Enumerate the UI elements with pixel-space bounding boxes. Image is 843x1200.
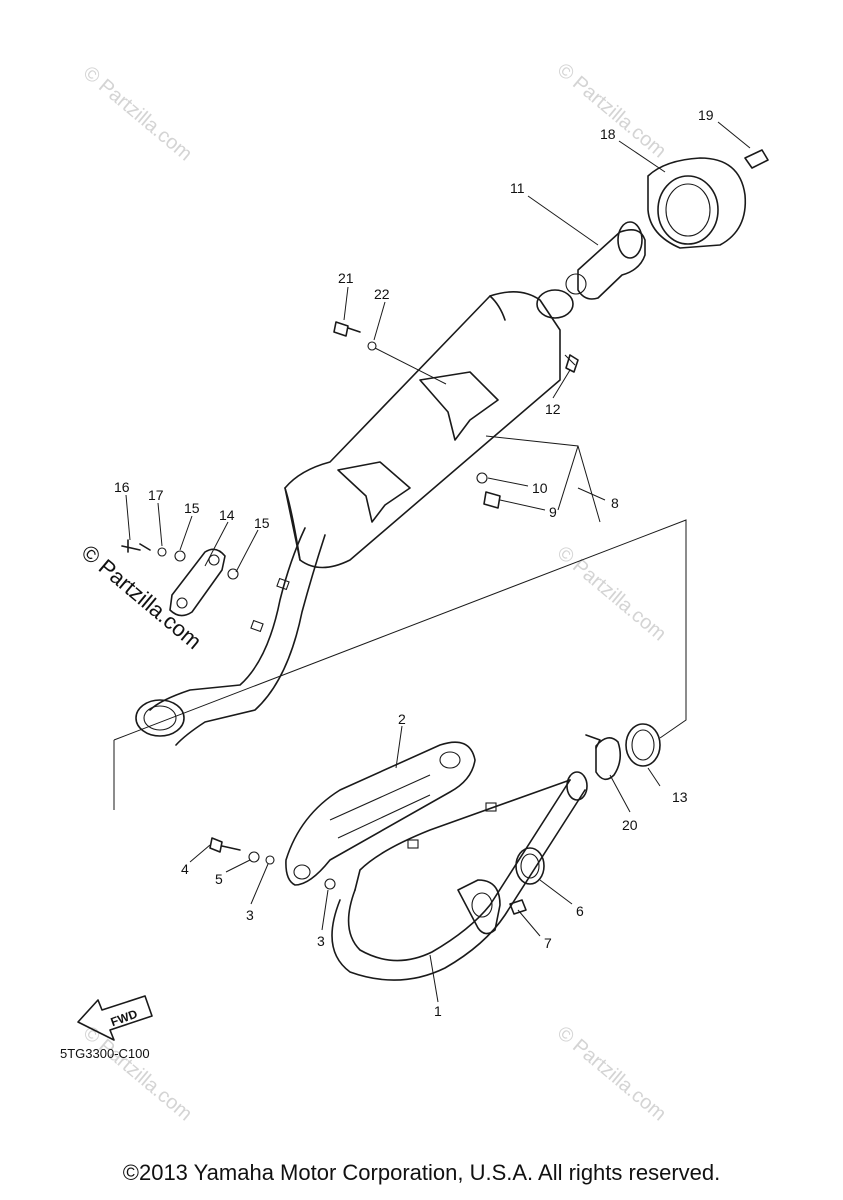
callout-7: 7 xyxy=(544,935,552,951)
callout-2: 2 xyxy=(398,711,406,727)
callout-3a: 3 xyxy=(246,907,254,923)
watermark-5: © Partzilla.com xyxy=(553,1022,670,1125)
callout-6: 6 xyxy=(576,903,584,919)
callout-labels: 1 2 3 3 4 5 6 7 8 9 10 11 12 13 14 15 15… xyxy=(114,107,714,1019)
watermarks: © Partzilla.com © Partzilla.com © Partzi… xyxy=(77,59,670,1125)
end-cap xyxy=(647,149,769,249)
callout-3b: 3 xyxy=(317,933,325,949)
copyright-text: ©2013 Yamaha Motor Corporation, U.S.A. A… xyxy=(122,1160,721,1185)
callout-20: 20 xyxy=(622,817,638,833)
callout-5: 5 xyxy=(215,871,223,887)
callout-13: 13 xyxy=(672,789,688,805)
watermark-2: © Partzilla.com xyxy=(553,59,670,162)
diagram-code: 5TG3300-C100 xyxy=(60,1046,150,1061)
pipe-flange xyxy=(457,847,545,935)
callout-21: 21 xyxy=(338,270,354,286)
watermark-3: © Partzilla.com xyxy=(553,542,670,645)
callout-9: 9 xyxy=(549,504,557,520)
fwd-arrow: FWD xyxy=(77,995,153,1041)
exhaust-pipe xyxy=(331,771,588,981)
callout-11: 11 xyxy=(510,180,525,196)
callout-14: 14 xyxy=(219,507,235,523)
mid-pipe xyxy=(135,527,326,746)
callout-4: 4 xyxy=(181,861,189,877)
leader-lines xyxy=(125,121,751,1003)
inner-pipe xyxy=(565,221,646,300)
muffler xyxy=(284,289,576,569)
assembly-frame xyxy=(113,435,687,810)
callout-10: 10 xyxy=(532,480,548,496)
callout-15a: 15 xyxy=(184,500,200,516)
callout-19: 19 xyxy=(698,107,714,123)
clamp-and-gasket xyxy=(585,723,661,781)
protector-fasteners xyxy=(209,837,336,890)
watermark-4: © Partzilla.com xyxy=(79,1022,196,1125)
callout-15b: 15 xyxy=(254,515,270,531)
muffler-bracket xyxy=(121,539,239,617)
callout-8: 8 xyxy=(611,495,619,511)
callout-22: 22 xyxy=(374,286,390,302)
heat-protector xyxy=(285,741,476,886)
small-fasteners xyxy=(333,321,579,509)
watermark-1: © Partzilla.com xyxy=(79,62,196,165)
callout-1: 1 xyxy=(434,1003,442,1019)
callout-18: 18 xyxy=(600,126,616,142)
callout-17: 17 xyxy=(148,487,164,503)
watermark-main: © Partzilla.com xyxy=(77,540,207,654)
callout-16: 16 xyxy=(114,479,130,495)
callout-12: 12 xyxy=(545,401,561,417)
